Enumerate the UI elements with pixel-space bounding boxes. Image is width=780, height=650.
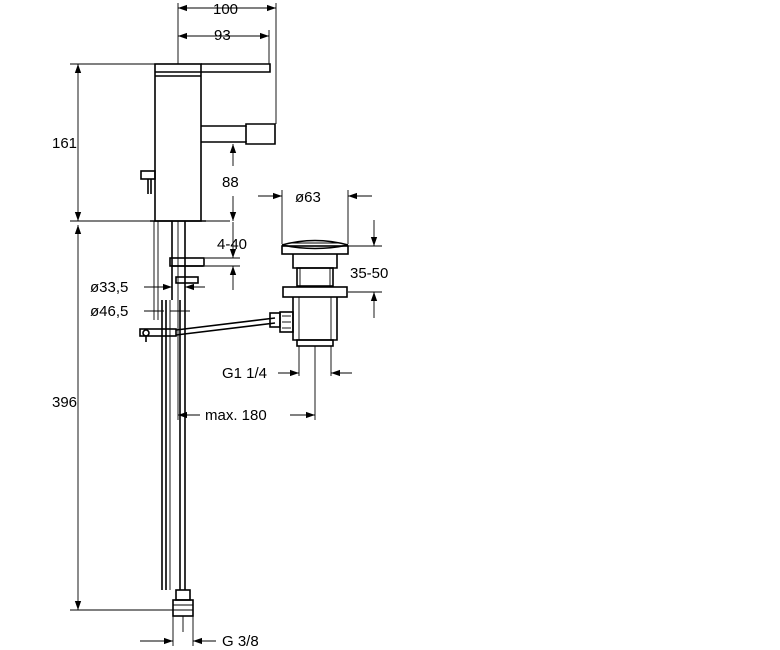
dim-width-spout: 93 <box>214 27 231 44</box>
dim-height-supply: 396 <box>52 394 77 411</box>
dim-waste-diameter: ø63 <box>295 189 321 206</box>
dim-stem-diameter-large: ø46,5 <box>90 303 128 320</box>
dim-waste-thread: G1 1/4 <box>222 365 267 382</box>
dim-deck-thickness: 4-40 <box>217 236 247 253</box>
waste-valve <box>279 239 349 347</box>
dim-stem-diameter-small: ø33,5 <box>90 279 128 296</box>
dim-waste-height: 35-50 <box>350 265 388 282</box>
shank-and-hoses <box>153 221 205 632</box>
dimension-lines <box>70 3 382 646</box>
dim-rod-length: max. 180 <box>205 407 267 424</box>
dim-height-body: 161 <box>52 135 77 152</box>
dim-width-total: 100 <box>213 1 238 18</box>
linkage-rod <box>139 312 281 342</box>
mixer-body <box>140 63 276 222</box>
dim-supply-thread: G 3/8 <box>222 633 259 650</box>
dim-height-spout: 88 <box>222 174 239 191</box>
